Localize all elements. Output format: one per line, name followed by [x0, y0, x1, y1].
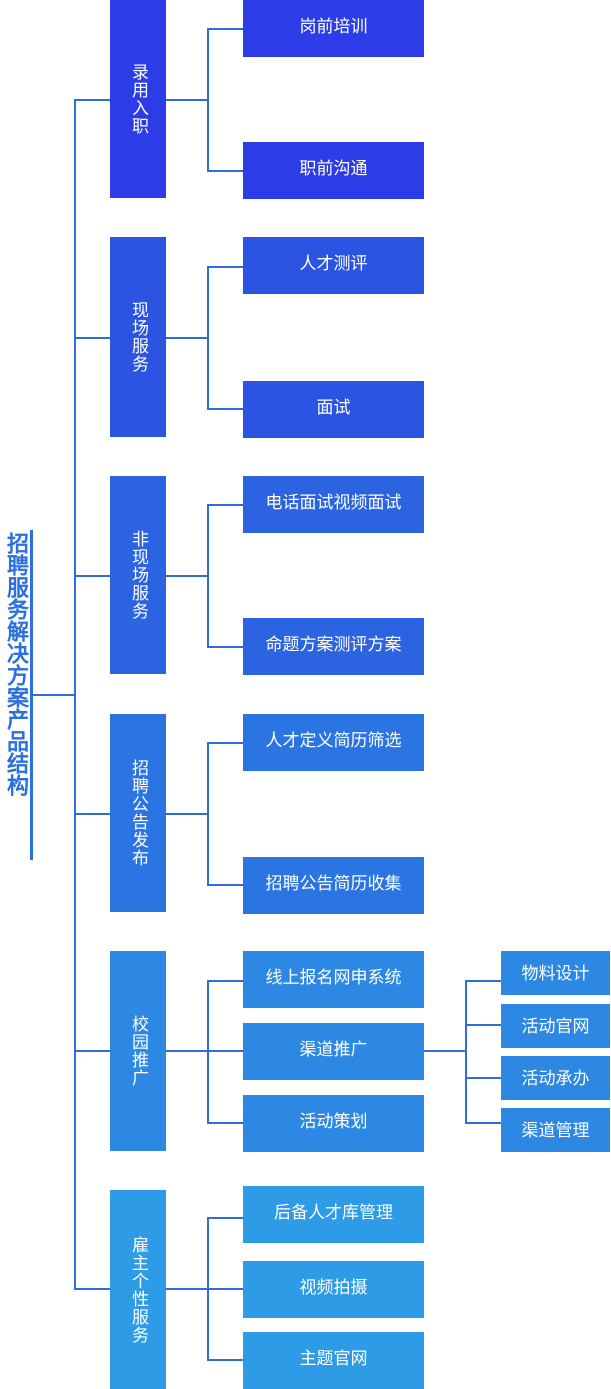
- branch-trunk: [207, 1217, 209, 1360]
- leaf-box[interactable]: 电话面试视频面试: [243, 476, 424, 533]
- leaf-label: 人才定义简历筛选: [265, 731, 402, 751]
- leaf-box[interactable]: 视频拍摄: [243, 1261, 424, 1318]
- leaf-label: 视频拍摄: [299, 1278, 368, 1298]
- connector: [207, 884, 243, 886]
- connector: [74, 813, 110, 815]
- connector: [465, 980, 501, 982]
- category-box[interactable]: 雇主个性服务: [110, 1190, 166, 1389]
- sub-leaf-box[interactable]: 活动官网: [501, 1004, 610, 1048]
- branch-trunk: [207, 266, 209, 409]
- leaf-box[interactable]: 活动策划: [243, 1095, 424, 1152]
- leaf-box[interactable]: 主题官网: [243, 1332, 424, 1389]
- leaf-box[interactable]: 人才测评: [243, 237, 424, 294]
- sub-leaf-box[interactable]: 渠道管理: [501, 1108, 610, 1152]
- connector: [207, 1359, 243, 1361]
- connector: [207, 1122, 243, 1124]
- connector: [465, 1024, 501, 1026]
- sub-leaf-box[interactable]: 活动承办: [501, 1056, 610, 1100]
- sub-leaf-box[interactable]: 物料设计: [501, 951, 610, 995]
- leaf-box[interactable]: 线上报名网申系统: [243, 951, 424, 1008]
- connector: [207, 170, 243, 172]
- connector: [74, 337, 110, 339]
- connector: [207, 408, 243, 410]
- leaf-label: 命题方案测评方案: [265, 635, 402, 655]
- leaf-label: 线上报名网申系统: [265, 968, 402, 988]
- leaf-label: 主题官网: [299, 1349, 368, 1369]
- category-box[interactable]: 录用入职: [110, 0, 166, 198]
- connector: [74, 575, 110, 577]
- leaf-label: 岗前培训: [299, 17, 368, 37]
- connector: [207, 646, 243, 648]
- category-box[interactable]: 现场服务: [110, 237, 166, 437]
- sub-leaf-label: 活动承办: [521, 1068, 590, 1089]
- diagram-title: 招聘服务解决方案产品结构: [3, 532, 28, 796]
- leaf-box[interactable]: 招聘公告简历收集: [243, 857, 424, 914]
- connector: [207, 504, 243, 506]
- connector: [166, 575, 208, 577]
- connector: [207, 980, 243, 982]
- main-trunk: [74, 99, 76, 1290]
- leaf-label: 职前沟通: [299, 159, 368, 179]
- leaf-box[interactable]: 渠道推广: [243, 1023, 424, 1080]
- connector: [74, 1288, 110, 1290]
- connector: [166, 337, 208, 339]
- connector: [166, 813, 208, 815]
- connector: [465, 1122, 501, 1124]
- category-box[interactable]: 非现场服务: [110, 476, 166, 674]
- category-box[interactable]: 招聘公告发布: [110, 714, 166, 912]
- connector: [166, 99, 208, 101]
- category-label: 招聘公告发布: [128, 759, 148, 867]
- leaf-label: 面试: [316, 398, 351, 418]
- branch-trunk: [207, 742, 209, 885]
- leaf-label: 渠道推广: [299, 1040, 368, 1060]
- leaf-label: 电话面试视频面试: [265, 493, 402, 513]
- branch-trunk: [207, 504, 209, 647]
- branch-trunk: [207, 28, 209, 171]
- connector: [166, 1288, 243, 1290]
- sub-leaf-label: 物料设计: [521, 963, 590, 984]
- leaf-box[interactable]: 后备人才库管理: [243, 1186, 424, 1243]
- connector: [207, 28, 243, 30]
- leaf-label: 人才测评: [299, 254, 368, 274]
- category-label: 非现场服务: [128, 530, 148, 620]
- connector: [465, 1077, 501, 1079]
- connector: [33, 694, 75, 696]
- connector: [424, 1050, 466, 1052]
- category-label: 校园推广: [128, 1015, 148, 1087]
- connector: [74, 1050, 110, 1052]
- category-label: 录用入职: [128, 63, 148, 135]
- sub-leaf-label: 活动官网: [521, 1016, 590, 1037]
- branch-trunk: [207, 980, 209, 1123]
- leaf-box[interactable]: 岗前培训: [243, 0, 424, 57]
- title-bar: [30, 530, 33, 860]
- category-label: 现场服务: [128, 301, 148, 373]
- connector: [207, 742, 243, 744]
- leaf-label: 后备人才库管理: [274, 1203, 393, 1223]
- sub-leaf-label: 渠道管理: [521, 1120, 590, 1141]
- connector: [207, 266, 243, 268]
- category-label: 雇主个性服务: [128, 1235, 148, 1344]
- connector: [207, 1217, 243, 1219]
- connector: [74, 99, 110, 101]
- leaf-label: 活动策划: [299, 1112, 368, 1132]
- connector: [166, 1050, 243, 1052]
- leaf-box[interactable]: 面试: [243, 381, 424, 438]
- sub-branch-trunk: [465, 980, 467, 1123]
- leaf-label: 招聘公告简历收集: [265, 874, 402, 894]
- leaf-box[interactable]: 人才定义简历筛选: [243, 714, 424, 771]
- category-box[interactable]: 校园推广: [110, 951, 166, 1151]
- leaf-box[interactable]: 命题方案测评方案: [243, 618, 424, 675]
- leaf-box[interactable]: 职前沟通: [243, 142, 424, 199]
